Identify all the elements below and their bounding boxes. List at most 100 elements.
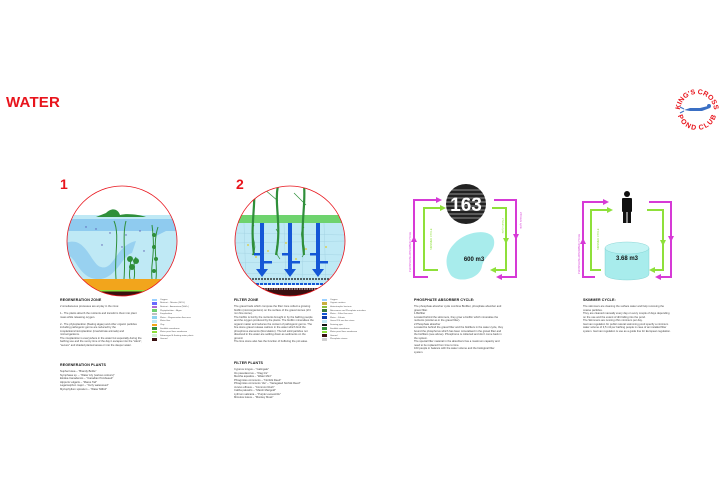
legend-swatch-icon [322, 338, 327, 341]
legend-label: Nitrosomas and Phosphate microbes [330, 309, 366, 312]
legend-swatch-icon [322, 327, 327, 330]
legend-label: Gravel 2/4 mm fine stone [330, 320, 355, 323]
legend-label: Water – Filter flow area [330, 313, 353, 316]
outer-cycle-duration: 24 hours cycle [519, 212, 523, 229]
logo-badge-icon: KING'S CROSS POND CLUB [673, 85, 721, 133]
legend-swatch-icon [152, 338, 157, 341]
legend-label: Ground [330, 334, 338, 337]
legend-label: Phosphate stones [330, 338, 348, 341]
legend-swatch-icon [322, 312, 327, 316]
phosphate-cycle-diagram: 163 600 m3 PHOSPHATE ABSORBER CYCLE SKIM… [408, 184, 523, 280]
plant-item: Lythrum salicaria – "Purple Loosestrife" [234, 392, 281, 396]
plant-item: Caltha palustris – "Marsh Marigold" [234, 389, 276, 392]
swimmer-icon [679, 104, 711, 114]
plant-item: Mentha aquatica – "Water Mint" [234, 375, 272, 378]
legend-item: Nutrient – Nitrates (NO3-) [152, 302, 193, 306]
people-count: 163 [450, 195, 482, 216]
legend-label: Water – Filtrate [330, 316, 345, 319]
legend-item: Water flow [152, 320, 193, 324]
volume-label: 600 m3 [464, 257, 485, 263]
plant-item: Iris pseudacorus – "Flag Iris" [234, 371, 269, 375]
legend-label: Submerged & floating water plants [160, 334, 194, 337]
legend-swatch-icon [322, 305, 327, 309]
inner-cycle-label: SKIMMER CYCLE [429, 228, 433, 250]
section-body: 2 simultaneous processes are at play in … [60, 305, 142, 347]
page-title: WATER [6, 94, 61, 111]
legend-label: Draining pipe [330, 323, 343, 326]
legend-item: Water – Filtrate [322, 316, 366, 320]
legend-item: Submerged & floating water plants [152, 334, 193, 338]
legend-label: Ground [160, 338, 168, 341]
legend-label: Water flow [160, 320, 171, 323]
legend-item: Gravel 2/4 mm fine stone [322, 320, 366, 324]
section-body: The phosphate absorber cycle combine Bio… [414, 305, 504, 354]
legend-swatch-icon [152, 316, 157, 320]
plant-item: Nuphar lutea – "Brandy Bottle" [60, 370, 97, 373]
legend-label: Water proof liner membrane [160, 331, 188, 334]
plant-list: Cyperus longus – "Galingale" Iris pseuda… [234, 368, 300, 400]
legend-swatch-icon [322, 330, 327, 334]
panel-number: 1 [60, 176, 68, 192]
skimmer-cycle-diagram: 3.68 m3 PHOSPHATE ABSORBER CYCLE SKIMMER… [577, 191, 674, 281]
legend-label: Oxygen [330, 298, 338, 301]
people-crowd-icon [446, 184, 486, 224]
legend-item: Zooplankton [152, 312, 193, 316]
section-subheading: REGENERATION PLANTS [60, 363, 106, 367]
section-heading: SKIMMER CYCLE: [583, 298, 616, 302]
legend-item: Oxygen [152, 298, 193, 302]
plant-item: Myriophyllum spicatum – "Water Milfoil" [60, 387, 107, 391]
legend-item: Phytoplankton – Algae [152, 309, 193, 313]
person-icon [622, 191, 632, 223]
legend-swatch-icon [152, 327, 157, 330]
section-body: The gravel beds which compose the filter… [234, 305, 314, 343]
legend-swatch-icon [152, 298, 157, 302]
legend-label: Phytoplankton – Algae [160, 309, 182, 312]
legend-label: Oxygen [160, 298, 168, 301]
legend-item: Water – Filter flow area [322, 312, 366, 316]
volume-cylinder [604, 241, 650, 281]
section-heading: FILTER ZONE [234, 298, 259, 302]
legend-label: Nutrient – Ammonium (NH4+) [160, 305, 189, 308]
legend-swatch-icon [152, 312, 157, 316]
plant-item: Juncus effusus – "Common Rush" [234, 385, 275, 389]
legend-item: Heterotrophic bacteria [322, 305, 366, 309]
inner-cycle-label: SKIMMER CYCLE [596, 228, 600, 250]
inner-cycle-duration: 2 hours cycle [501, 218, 505, 234]
legend-item: Nitrosomas and Phosphate microbes [322, 309, 366, 313]
legend-swatch-icon [152, 323, 157, 327]
legend-item: Ground [322, 334, 366, 338]
legend-swatch-icon [322, 320, 327, 323]
legend-swatch-icon [152, 330, 157, 334]
legend-swatch-icon [322, 334, 327, 338]
volume-label: 3.68 m3 [616, 256, 639, 262]
legend-swatch-icon [322, 302, 327, 305]
legend-item: Phosphate stones [322, 338, 366, 342]
legend-swatch-icon [152, 334, 157, 338]
legend-swatch-icon [152, 320, 157, 323]
legend-item: Oxygen [322, 298, 366, 302]
plant-list: Nuphar lutea – "Brandy Bottle" Nymphaea … [60, 370, 115, 391]
plant-item: Mimulus luteus – "Monkey Musk" [234, 396, 274, 399]
legend-item: Draining pipe [322, 323, 366, 327]
legend-label: Sealable membrane [160, 327, 180, 330]
regeneration-zone-illustration [66, 185, 178, 297]
plant-item: Lagarosiphon major – "Curly waterweed" [60, 384, 109, 387]
kings-cross-pond-club-logo: KING'S CROSS POND CLUB [672, 84, 722, 134]
outer-cycle-label: PHOSPHATE ABSORBER CYCLE [408, 232, 412, 272]
legend-item: Water proof liner membrane [322, 330, 366, 334]
legend-label: Clay [160, 323, 165, 326]
legend-label: Water proof liner membrane [330, 331, 358, 334]
legend-item: Water – Regeneration flow area [152, 316, 193, 320]
pond-volume-shape [446, 232, 495, 280]
legend-label: Heterotrophic bacteria [330, 305, 352, 308]
legend-swatch-icon [152, 309, 157, 312]
legend-swatch-icon [152, 305, 157, 309]
legend-item: Clay [152, 323, 193, 327]
plant-item: Cyperus longus – "Galingale" [234, 368, 269, 371]
legend-label: Nutrient – Nitrates (NO3-) [160, 302, 185, 305]
legend-swatch-icon [152, 302, 157, 305]
legend-item: Nutrient – Ammonium (NH4+) [152, 305, 193, 309]
outer-cycle-label: PHOSPHATE ABSORBER CYCLE [577, 234, 581, 274]
filter-zone-illustration [234, 185, 346, 297]
